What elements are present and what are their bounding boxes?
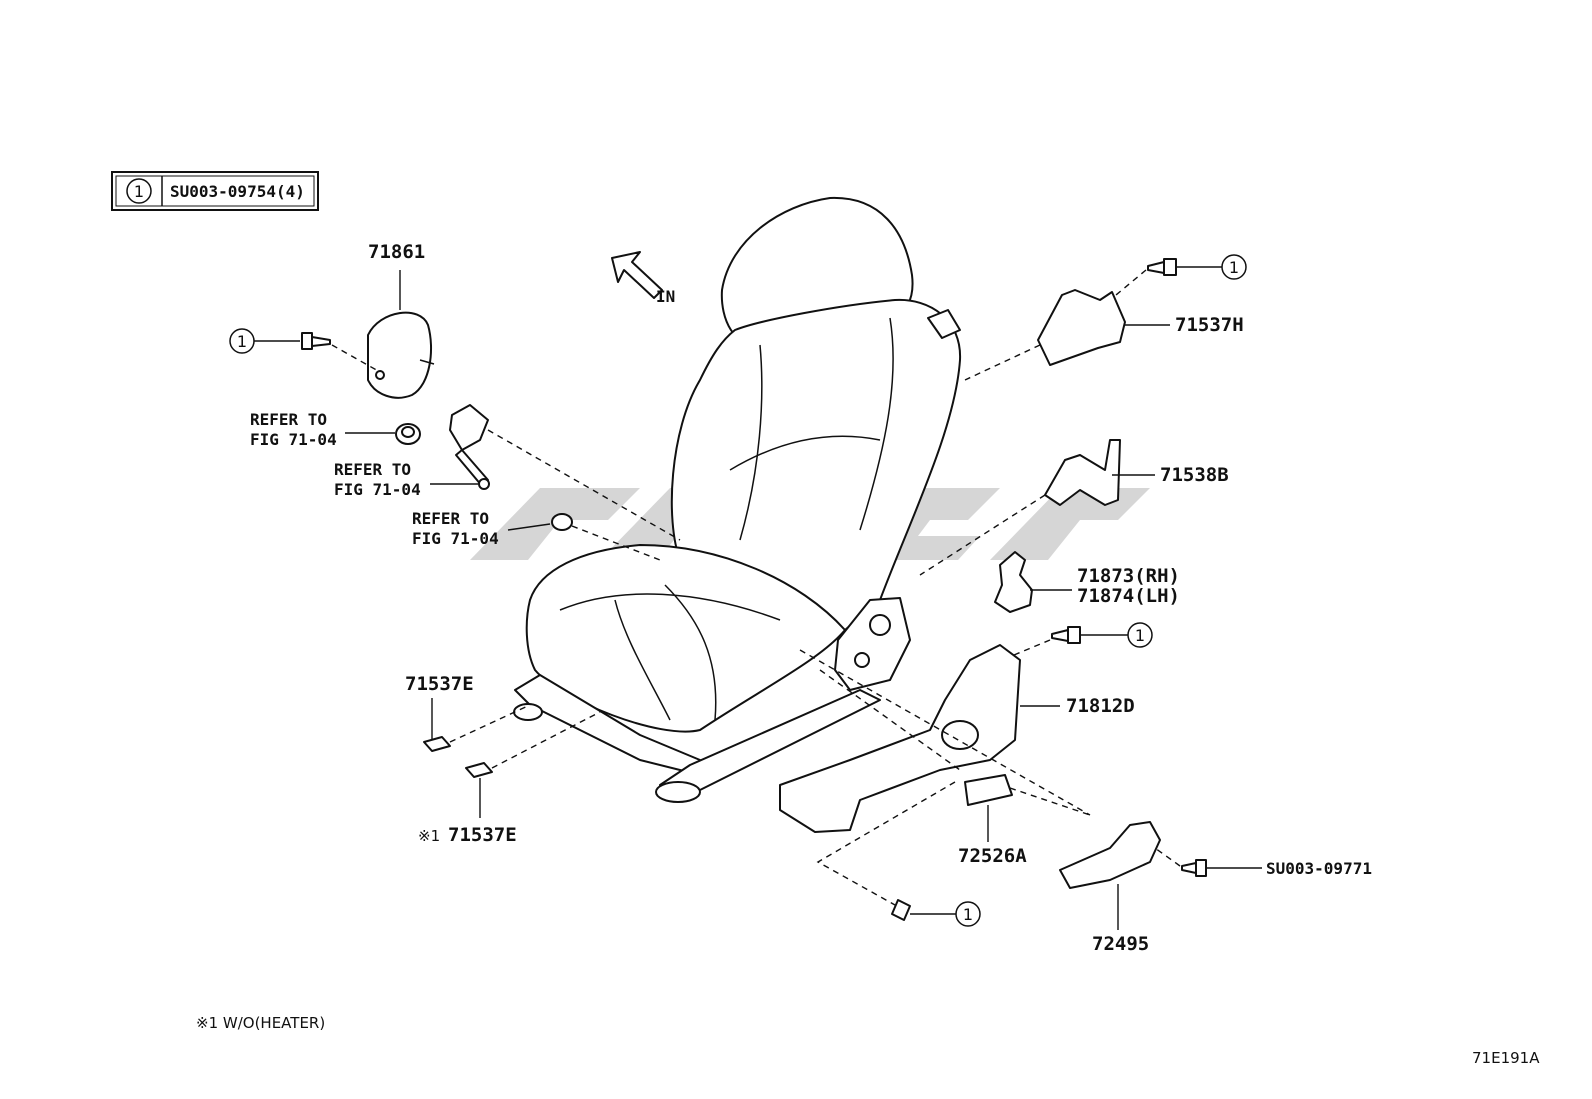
recliner-mechanism: [834, 597, 911, 691]
callout-71873-rh: 71873(RH): [1077, 565, 1180, 587]
screw-bottom: 1: [816, 781, 981, 927]
seat-assembly: [513, 196, 962, 803]
part-71537E-clip-a: 71537E: [405, 673, 531, 752]
circle-ref-left-number: 1: [237, 332, 247, 351]
circle-ref-mid-right-number: 1: [1135, 626, 1145, 645]
refer-note-1: REFER TO FIG 71-04: [250, 410, 421, 449]
refer-2-line1: REFER TO: [334, 460, 411, 479]
refer-3-line2: FIG 71-04: [412, 529, 499, 548]
legend-ref-circle: [126, 178, 152, 204]
recline-lever: [449, 404, 681, 541]
refer-note-3: REFER TO FIG 71-04: [412, 509, 661, 561]
washer-part: [551, 513, 573, 531]
callout-SU003-09771: SU003-09771: [1266, 859, 1372, 878]
callout-72495: 72495: [1092, 933, 1149, 955]
legend-box: 1 SU003-09754(4): [111, 171, 319, 211]
callout-71537E-b: 71537E: [448, 824, 517, 846]
part-71812D-shield: 1 71812D: [779, 622, 1153, 833]
screw-left: 1: [229, 328, 381, 373]
callout-71537H: 71537H: [1175, 314, 1244, 336]
callout-72526A: 72526A: [958, 845, 1027, 867]
callout-71874-lh: 71874(LH): [1077, 585, 1180, 607]
part-71537H-cover: 1 71537H: [964, 254, 1247, 381]
seat-cushion: [525, 544, 846, 733]
callout-71538B: 71538B: [1160, 464, 1229, 486]
direction-label: IN: [656, 287, 675, 306]
backrest-tab: [927, 309, 961, 339]
refer-1-line1: REFER TO: [250, 410, 327, 429]
part-72526A-knob: 72526A: [958, 774, 1091, 867]
rail-foot-front: [655, 781, 701, 803]
part-71538B-bracket: 71538B: [919, 439, 1229, 576]
circle-ref-top-right-number: 1: [1229, 258, 1239, 277]
refer-2-line2: FIG 71-04: [334, 480, 421, 499]
arrow-icon: [611, 251, 663, 299]
direction-indicator: IN: [611, 251, 675, 306]
callout-71812D: 71812D: [1066, 695, 1135, 717]
rail-foot-rear: [513, 703, 543, 721]
legend-ref-number: 1: [134, 182, 144, 201]
circle-ref-bottom-number: 1: [963, 905, 973, 924]
circle-ref-bottom: [955, 901, 981, 927]
figure-id: 71E191A: [1472, 1049, 1540, 1067]
legend-part-number: SU003-09754(4): [170, 182, 305, 201]
refer-note-2: REFER TO FIG 71-04: [334, 460, 478, 499]
part-71537E-clip-b: ※1 71537E: [418, 711, 601, 846]
part-72495-handle: 72495 SU003-09771: [1059, 821, 1372, 955]
refer-1-line2: FIG 71-04: [250, 430, 337, 449]
part-71861-cover: 71861: [367, 241, 435, 399]
seat-backrest: [670, 298, 962, 631]
callout-71861: 71861: [368, 241, 425, 263]
footnote: ※1 W/O(HEATER): [196, 1014, 325, 1032]
refer-3-line1: REFER TO: [412, 509, 489, 528]
callout-71537E-a: 71537E: [405, 673, 474, 695]
callout-71537E-b-prefix: ※1: [418, 827, 440, 845]
part-71873-71874-hinge: 71873(RH) 71874(LH): [994, 551, 1180, 613]
